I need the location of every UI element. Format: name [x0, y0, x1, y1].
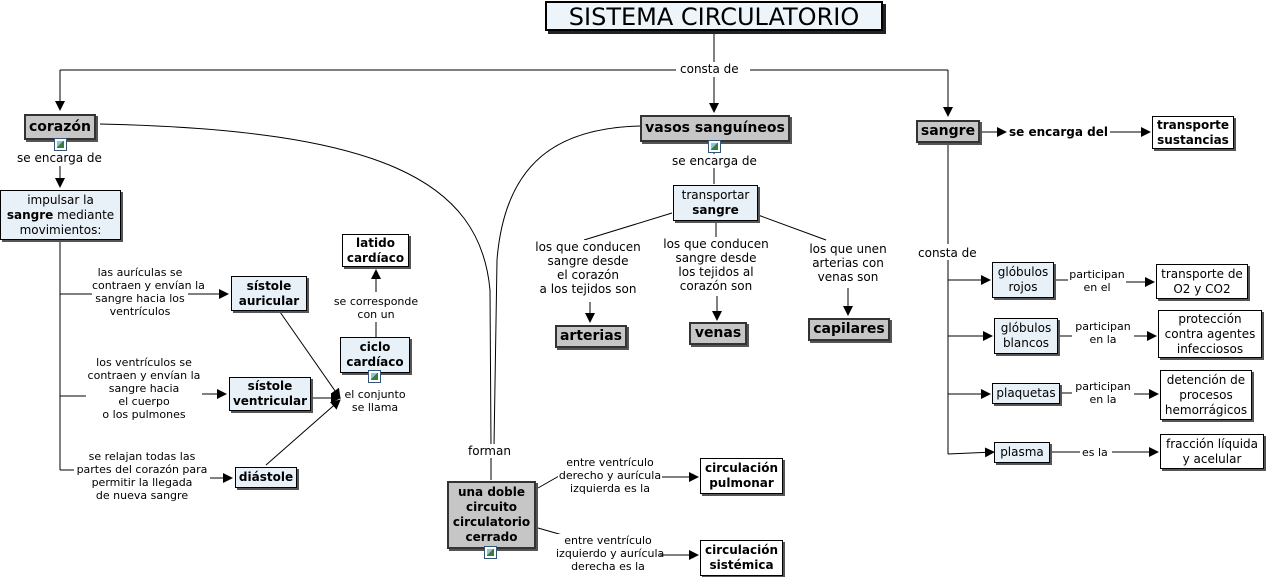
- concept-impulsar-sangre[interactable]: impulsar la sangre mediante movimientos:: [0, 190, 121, 240]
- concept-plasma[interactable]: plasma: [994, 442, 1050, 463]
- link-vasos-encarga: se encarga de: [672, 154, 757, 168]
- concept-arterias[interactable]: arterias: [555, 325, 627, 348]
- concept-sangre[interactable]: sangre: [916, 120, 980, 143]
- image-icon[interactable]: [484, 546, 497, 559]
- top-link-label: consta de: [680, 62, 739, 76]
- image-icon[interactable]: [54, 138, 67, 151]
- map-title: SISTEMA CIRCULATORIO: [545, 1, 883, 31]
- concept-diastole[interactable]: diástole: [235, 467, 297, 488]
- image-icon[interactable]: [368, 370, 381, 383]
- image-icon[interactable]: [708, 140, 721, 153]
- concept-vasos-sanguineos[interactable]: vasos sanguíneos: [640, 115, 790, 142]
- link-forman: forman: [468, 444, 511, 458]
- concept-venas[interactable]: venas: [689, 322, 747, 345]
- concept-plaquetas[interactable]: plaquetas: [992, 383, 1060, 404]
- link-sangre-consta: consta de: [918, 246, 977, 260]
- link-sangre-encarga: se encarga del: [1009, 125, 1108, 139]
- concept-capilares[interactable]: capilares: [808, 318, 890, 341]
- concept-corazon[interactable]: corazón: [24, 114, 96, 140]
- link-plasma: es la: [1082, 446, 1108, 459]
- link-corazon-encarga: se encarga de: [17, 151, 102, 165]
